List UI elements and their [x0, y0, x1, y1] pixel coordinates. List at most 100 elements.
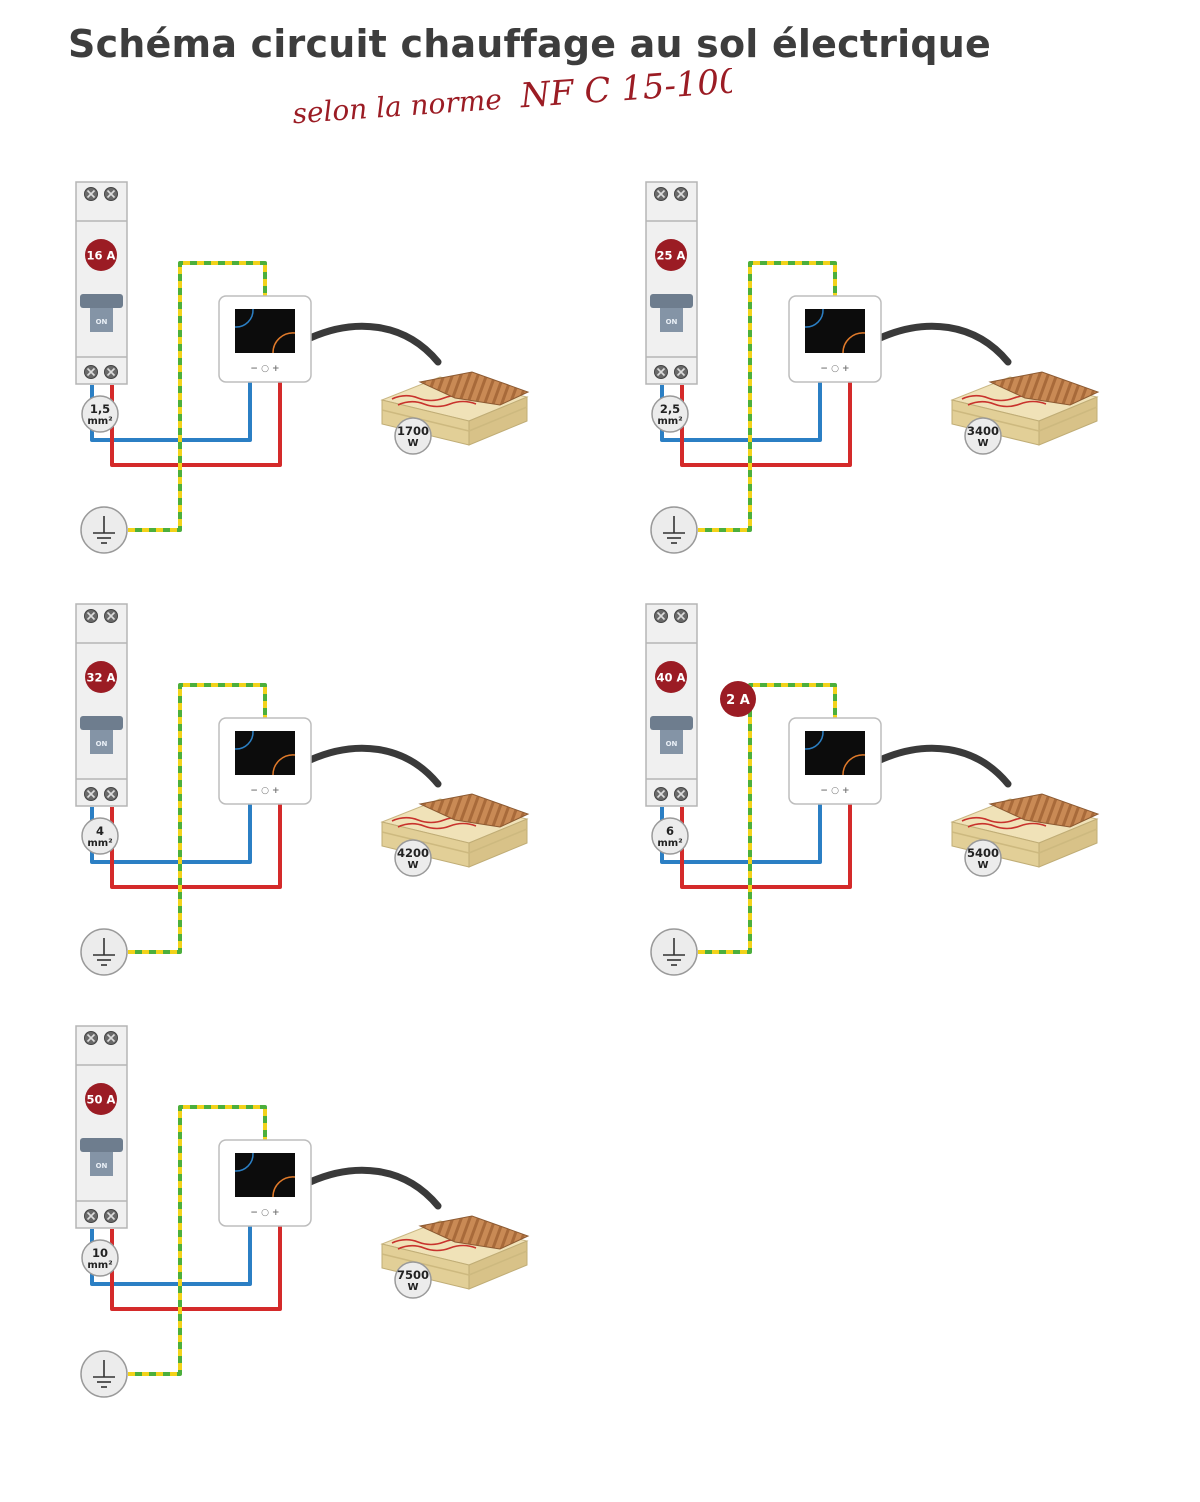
breaker-rating-badge: [655, 661, 687, 693]
power-rating-value: 3400: [967, 424, 999, 438]
heated-floor-icon: [380, 793, 530, 868]
breaker-toggle-lever: [90, 308, 113, 332]
thermostat-heat-arc: [272, 332, 296, 354]
page-title: Schéma circuit chauffage au sol électriq…: [68, 22, 992, 66]
breaker-rating: 40 A: [657, 671, 686, 685]
screw-icon: [84, 187, 98, 201]
phase-wire: [110, 382, 282, 467]
screw-icon: [674, 187, 688, 201]
screw-icon: [104, 609, 118, 623]
earth-ground-icon: [80, 1350, 128, 1398]
breaker-rating: 16 A: [87, 249, 116, 263]
screw-icon: [104, 787, 118, 801]
power-rating-unit: W: [407, 438, 418, 449]
breaker-toggle: [650, 716, 693, 730]
heating-cable: [306, 744, 442, 788]
breaker-on-label: ON: [96, 318, 108, 326]
earth-ground-icon: [80, 928, 128, 976]
circuit-breaker: 25 AON: [645, 181, 698, 385]
heating-cable: [876, 744, 1012, 788]
wire-section-unit: mm²: [87, 416, 112, 427]
screw-icon: [654, 787, 668, 801]
power-rating-unit: W: [407, 1282, 418, 1293]
breaker-on-label: ON: [96, 740, 108, 748]
thermostat-screen: [805, 309, 865, 353]
wire-section-unit: mm²: [657, 416, 682, 427]
thermostat: − ○ +: [218, 1139, 312, 1227]
circuit-breaker: 32 AON: [75, 603, 128, 807]
thermostat-cool-arc: [234, 1152, 254, 1172]
thermostat-heat-arc: [272, 1176, 296, 1198]
extra-breaker-badge: 2 A: [720, 681, 756, 717]
earth-wire: [128, 683, 267, 954]
screw-icon: [104, 1031, 118, 1045]
thermostat-cool-arc: [234, 730, 254, 750]
thermostat-screen: [235, 309, 295, 353]
thermostat-cool-arc: [804, 308, 824, 328]
power-rating-unit: W: [407, 860, 418, 871]
thermostat: − ○ +: [218, 295, 312, 383]
thermostat-heat-arc: [842, 332, 866, 354]
breaker-rating: 50 A: [87, 1093, 116, 1107]
earth-ground-icon: [650, 928, 698, 976]
screw-icon: [84, 609, 98, 623]
screw-icon: [84, 365, 98, 379]
breaker-rating: 25 A: [657, 249, 686, 263]
breaker-rating-badge: [85, 239, 117, 271]
breaker-on-label: ON: [666, 740, 678, 748]
thermostat-controls: − ○ +: [250, 364, 279, 374]
screw-icon: [674, 787, 688, 801]
breaker-rating-badge: [655, 239, 687, 271]
thermostat-heat-arc: [842, 754, 866, 776]
power-rating-value: 1700: [397, 424, 429, 438]
earth-wire: [128, 1105, 267, 1376]
screw-icon: [104, 187, 118, 201]
wood-floor: [988, 793, 1100, 828]
earth-wire: [698, 261, 837, 532]
power-rating-unit: W: [977, 860, 988, 871]
screw-icon: [104, 365, 118, 379]
screw-icon: [654, 365, 668, 379]
breaker-toggle: [80, 1138, 123, 1152]
wire-section-value: 4: [96, 824, 104, 838]
breaker-toggle-lever: [90, 730, 113, 754]
screw-icon: [654, 609, 668, 623]
thermostat-controls: − ○ +: [250, 1208, 279, 1218]
power-rating-value: 5400: [967, 846, 999, 860]
screw-icon: [674, 609, 688, 623]
screw-icon: [104, 1209, 118, 1223]
wood-floor: [418, 1215, 530, 1250]
breaker-rating-badge: [85, 1083, 117, 1115]
heated-floor-icon: [950, 793, 1100, 868]
breaker-toggle: [80, 294, 123, 308]
power-rating-unit: W: [977, 438, 988, 449]
thermostat-heat-arc: [272, 754, 296, 776]
wire-section-unit: mm²: [87, 1260, 112, 1271]
earth-ground-icon: [650, 506, 698, 554]
screw-icon: [654, 187, 668, 201]
thermostat-screen: [805, 731, 865, 775]
thermostat-controls: − ○ +: [820, 364, 849, 374]
breaker-toggle-lever: [660, 730, 683, 754]
wire-section-value: 1,5: [90, 402, 110, 416]
screw-icon: [84, 1031, 98, 1045]
breaker-toggle-lever: [660, 308, 683, 332]
power-rating-value: 4200: [397, 846, 429, 860]
wire-section-value: 2,5: [660, 402, 680, 416]
earth-ground-icon: [80, 506, 128, 554]
screw-icon: [674, 365, 688, 379]
power-rating-value: 7500: [397, 1268, 429, 1282]
phase-wire: [680, 382, 852, 467]
phase-wire: [680, 804, 852, 889]
wire-section-value: 6: [666, 824, 674, 838]
screw-icon: [84, 1209, 98, 1223]
